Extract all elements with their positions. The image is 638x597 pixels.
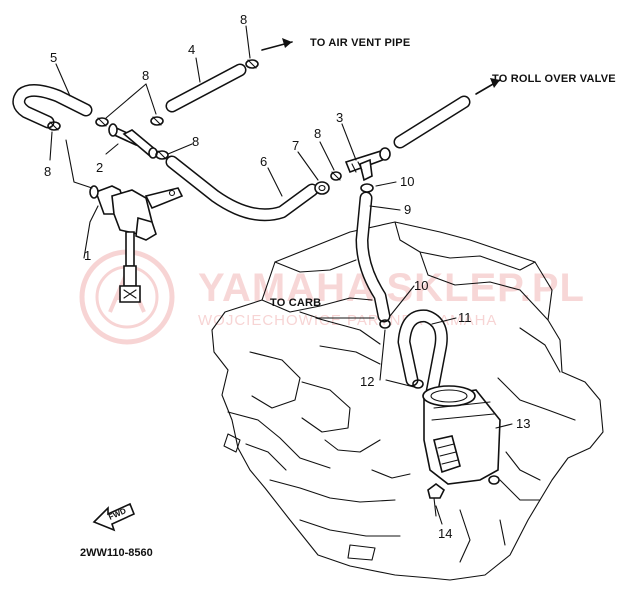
clip-icon xyxy=(379,319,391,329)
part-2-t-joint xyxy=(108,123,158,159)
part-7-cap xyxy=(314,181,330,195)
callout-12: 12 xyxy=(360,374,374,389)
part-6-bent-hose xyxy=(165,155,319,222)
callout-8: 8 xyxy=(240,12,247,27)
clip-icon xyxy=(245,59,259,69)
callout-10: 10 xyxy=(400,174,414,189)
callout-6: 6 xyxy=(260,154,267,169)
note-to-carb: TO CARB xyxy=(270,297,321,309)
callout-8: 8 xyxy=(192,134,199,149)
roll-over-hose xyxy=(393,95,471,149)
callout-8: 8 xyxy=(314,126,321,141)
callout-5: 5 xyxy=(50,50,57,65)
engine-block xyxy=(211,221,604,581)
callout-2: 2 xyxy=(96,160,103,175)
clip-icon xyxy=(155,150,169,160)
clip-icon xyxy=(47,121,61,131)
callout-10: 10 xyxy=(414,278,428,293)
callout-numbers: 5 8 8 2 8 4 8 6 7 8 3 10 9 1 10 11 12 13… xyxy=(44,12,530,541)
callout-1: 1 xyxy=(84,248,91,263)
air-vent-arrow-icon xyxy=(261,38,293,51)
callout-7: 7 xyxy=(292,138,299,153)
note-roll-over-valve: TO ROLL OVER VALVE xyxy=(492,73,616,85)
callout-8: 8 xyxy=(142,68,149,83)
callout-8: 8 xyxy=(44,164,51,179)
part-11-loop-hose xyxy=(397,309,448,399)
callout-4: 4 xyxy=(188,42,195,57)
note-air-vent-pipe: TO AIR VENT PIPE xyxy=(310,37,410,49)
watermark: YAMAHA SKLEP.PL WOJCIECHOWICE PARTNER YA… xyxy=(79,249,585,345)
clip-icon xyxy=(360,183,374,193)
part-4-hose xyxy=(165,63,247,113)
callout-13: 13 xyxy=(516,416,530,431)
clip-icon xyxy=(150,116,164,126)
part-3-fitting xyxy=(344,147,391,182)
callout-14: 14 xyxy=(438,526,452,541)
callout-9: 9 xyxy=(404,202,411,217)
part-14-bolt xyxy=(427,483,446,517)
clip-icon xyxy=(330,171,342,181)
roll-over-arrow-icon xyxy=(475,78,501,95)
forward-arrow-icon: FWD xyxy=(92,502,136,532)
part-5-bent-hose xyxy=(12,84,93,129)
part-1-valve xyxy=(89,185,184,303)
hose-clips xyxy=(47,59,424,389)
part-9-hose xyxy=(355,191,391,323)
callout-3: 3 xyxy=(336,110,343,125)
callout-11: 11 xyxy=(458,310,472,325)
diagram-code: 2WW110-8560 xyxy=(80,547,153,559)
leader-lines xyxy=(49,25,513,525)
clip-icon xyxy=(95,117,109,127)
watermark-brand: YAMAHA SKLEP.PL xyxy=(198,266,585,310)
part-13-canister xyxy=(422,385,501,485)
